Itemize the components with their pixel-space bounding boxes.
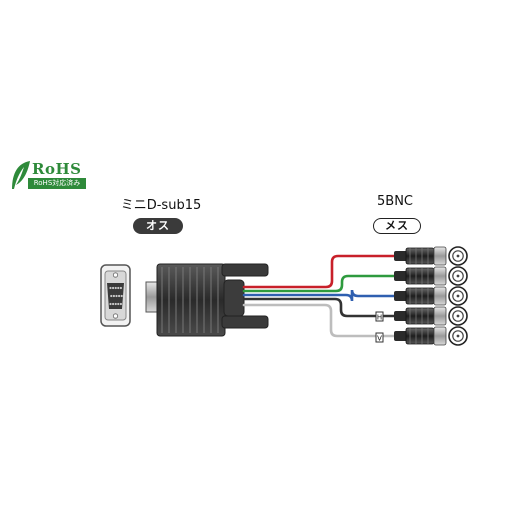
- pin: [110, 294, 113, 298]
- pin: [109, 302, 112, 306]
- wire: [242, 274, 400, 293]
- bnc-connectors: [394, 246, 468, 346]
- rohs-badge: RoHS RoHS対応済み: [10, 159, 86, 191]
- pin: [115, 294, 118, 298]
- pin: [118, 294, 121, 298]
- wire-marker-v-text: V: [377, 335, 382, 343]
- bnc-connector: [394, 246, 468, 266]
- wire-marker-h-text: H: [377, 314, 382, 322]
- bnc-connector: [394, 326, 468, 346]
- leaf-icon: [12, 161, 30, 189]
- pin: [117, 286, 120, 290]
- right-connector-gender-badge: メス: [373, 218, 421, 234]
- left-connector-label: ミニD-sub15: [120, 198, 202, 213]
- bnc-connector: [394, 286, 468, 306]
- wire-marker-v: V: [375, 332, 384, 343]
- wire: [242, 254, 400, 289]
- pin: [119, 302, 122, 306]
- right-connector-label: 5BNC: [377, 194, 413, 209]
- wire: [242, 289, 400, 302]
- mini-dsub-front-view: [100, 264, 131, 327]
- pin: [114, 302, 117, 306]
- pin: [112, 302, 115, 306]
- rohs-sub-text: RoHS対応済み: [28, 178, 86, 189]
- pin: [112, 286, 115, 290]
- bnc-connector: [394, 266, 468, 286]
- pin: [120, 294, 123, 298]
- pin: [114, 286, 117, 290]
- pin: [117, 302, 120, 306]
- pin: [109, 286, 112, 290]
- wire: [242, 297, 400, 318]
- bnc-connector: [394, 306, 468, 326]
- mini-dsub-connector: [145, 263, 269, 337]
- pin: [119, 286, 122, 290]
- pin: [112, 294, 115, 298]
- coax-wires: [242, 254, 400, 338]
- wire-marker-h: H: [375, 311, 384, 322]
- rohs-main-text: RoHS: [32, 160, 82, 178]
- left-connector-gender-badge: オス: [133, 218, 183, 234]
- wire: [242, 303, 400, 338]
